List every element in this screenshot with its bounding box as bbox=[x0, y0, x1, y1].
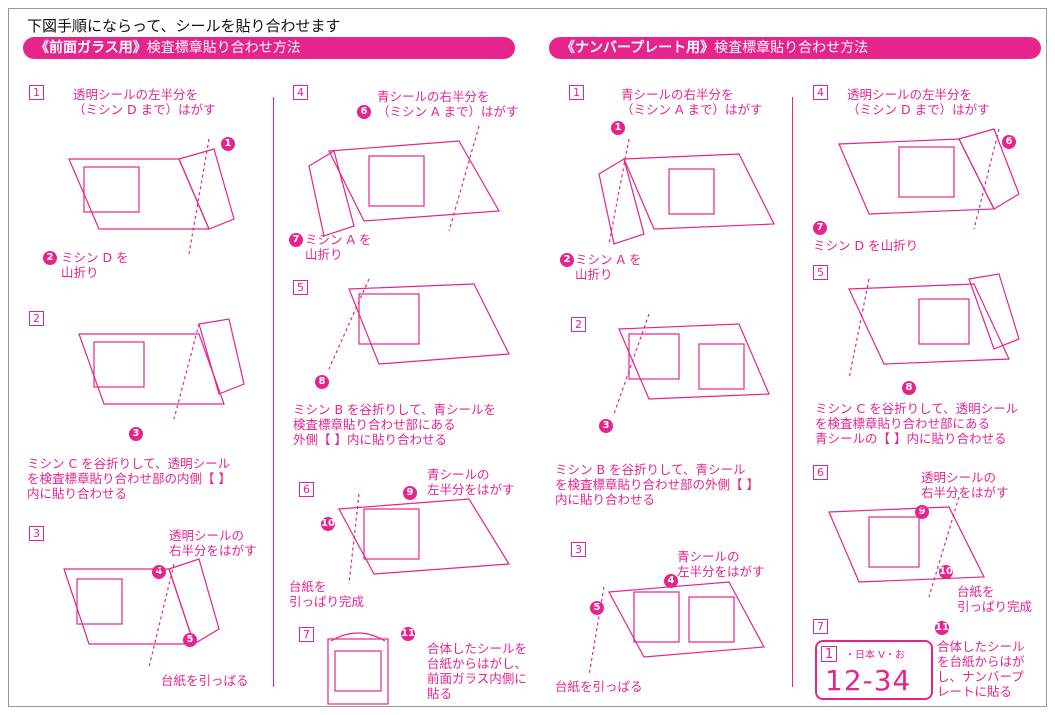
top-note: 下図手順にならって、シールを貼り合わせます bbox=[27, 17, 341, 35]
step-badge: 9 bbox=[403, 486, 417, 500]
step-text: ミシン C を谷折りして、透明シール を検査標章貼り合わせ部にある 青シールの【… bbox=[815, 401, 1019, 446]
sticker-illustration bbox=[327, 632, 389, 705]
plate-region-text: ・日本 V・お bbox=[845, 650, 906, 661]
step-text: 合体したシール を台紙からはが し、ナンバープ レートに貼る bbox=[937, 639, 1025, 699]
step-text: 台紙を 引っぱり完成 bbox=[289, 579, 365, 609]
step-number: 7 bbox=[813, 619, 828, 634]
step-badge: 4 bbox=[664, 574, 678, 588]
right-banner-text: 検査標章貼り合わせ方法 bbox=[714, 40, 869, 56]
instruction-sheet: 下図手順にならって、シールを貼り合わせます 《前面ガラス用》検査標章貼り合わせ方… bbox=[8, 8, 1047, 707]
left-banner-text: 検査標章貼り合わせ方法 bbox=[146, 40, 301, 56]
sheet-illustration bbox=[613, 313, 770, 415]
step-badge: 6 bbox=[1002, 135, 1016, 149]
sheet-illustration bbox=[828, 496, 985, 597]
step-text: ミシン A を 山折り bbox=[305, 232, 372, 262]
step-badge: 1 bbox=[611, 121, 625, 135]
step-number: 2 bbox=[571, 317, 586, 332]
step-text: ミシン C を谷折りして、透明シール を検査標章貼り合わせ部の内側【 】 内に貼… bbox=[27, 456, 231, 501]
plate-number: 12-34 bbox=[825, 664, 912, 697]
step-number: 6 bbox=[813, 465, 828, 480]
step-number: 7 bbox=[299, 627, 314, 642]
step-text: 透明シールの 右半分をはがす bbox=[921, 470, 1009, 500]
step-text: 透明シールの左半分を （ミシン D まで）はがす bbox=[73, 87, 216, 117]
step-text: 透明シールの左半分を （ミシン D まで）はがす bbox=[847, 87, 990, 117]
step-text: ミシン A を 山折り bbox=[575, 252, 642, 282]
step-text: 合体したシールを 台紙からはがし、 前面ガラス内側に 貼る bbox=[427, 641, 528, 701]
sheet-illustration bbox=[838, 128, 1020, 229]
step-badge: 10 bbox=[939, 565, 953, 579]
step-number: 5 bbox=[813, 265, 828, 280]
step-badge: 7 bbox=[289, 233, 303, 247]
step-badge: 3 bbox=[129, 427, 143, 441]
step-badge: 2 bbox=[560, 253, 574, 267]
step-text: 透明シールの 右半分をはがす bbox=[169, 528, 257, 558]
step-badge: 3 bbox=[599, 419, 613, 433]
step-badge: 5 bbox=[590, 601, 604, 615]
step-text: 台紙を引っぱる bbox=[161, 673, 249, 688]
step-number: 5 bbox=[293, 280, 308, 295]
step-text: 台紙を 引っぱり完成 bbox=[957, 584, 1033, 614]
license-plate-illustration: 1 ・日本 V・お 12-34 bbox=[815, 640, 933, 700]
sheet-illustration bbox=[308, 125, 500, 237]
sheet-illustration bbox=[598, 138, 775, 245]
step-text: ミシン D を 山折り bbox=[61, 250, 129, 280]
step-text: 青シールの右半分を （ミシン A まで）はがす bbox=[377, 89, 519, 119]
step-number: 4 bbox=[293, 85, 308, 100]
column-divider bbox=[792, 97, 793, 687]
step-badge: 10 bbox=[321, 517, 335, 531]
step-number: 1 bbox=[29, 85, 44, 100]
step-text: 青シールの右半分を （ミシン A まで）はがす bbox=[621, 87, 763, 117]
sheet-illustration bbox=[63, 558, 220, 668]
step-number: 3 bbox=[29, 526, 44, 541]
step-text: 青シールの 左半分をはがす bbox=[677, 549, 765, 579]
sheet-illustration bbox=[328, 278, 510, 370]
sheet-illustration bbox=[68, 138, 235, 255]
step-badge: 11 bbox=[935, 621, 949, 635]
step-badge: 8 bbox=[315, 375, 329, 389]
step-number: 6 bbox=[299, 482, 314, 497]
step-badge: 1 bbox=[221, 137, 235, 151]
sheet-illustration bbox=[588, 581, 765, 676]
sheet-illustration bbox=[78, 318, 245, 420]
step-number: 1 bbox=[569, 85, 584, 100]
step-badge: 5 bbox=[183, 633, 197, 647]
right-banner-bold: 《ナンバープレート用》 bbox=[561, 40, 715, 56]
plate-sticker-number: 1 bbox=[821, 646, 837, 662]
step-badge: 8 bbox=[902, 381, 916, 395]
step-text: ミシン D を山折り bbox=[813, 238, 919, 253]
step-number: 3 bbox=[571, 542, 586, 557]
column-divider bbox=[273, 97, 274, 687]
step-text: 青シールの 左半分をはがす bbox=[427, 467, 515, 497]
sheet-illustration bbox=[338, 493, 511, 585]
step-badge: 2 bbox=[43, 251, 57, 265]
step-badge: 6 bbox=[357, 105, 371, 119]
step-number: 4 bbox=[813, 85, 828, 100]
step-text: ミシン B を谷折りして、青シール を検査標章貼り合わせ部の外側【 】 内に貼り… bbox=[555, 462, 759, 507]
left-section-banner: 《前面ガラス用》検査標章貼り合わせ方法 bbox=[23, 37, 515, 59]
sheet-illustration bbox=[848, 273, 1020, 379]
step-number: 2 bbox=[29, 311, 44, 326]
right-section-banner: 《ナンバープレート用》検査標章貼り合わせ方法 bbox=[549, 37, 1041, 59]
step-text: 台紙を引っぱる bbox=[555, 679, 643, 694]
step-badge: 11 bbox=[401, 627, 415, 641]
step-text: ミシン B を谷折りして、青シールを 検査標章貼り合わせ部にある 外側【 】内に… bbox=[293, 402, 497, 447]
left-banner-bold: 《前面ガラス用》 bbox=[35, 40, 147, 56]
step-badge: 7 bbox=[813, 221, 827, 235]
